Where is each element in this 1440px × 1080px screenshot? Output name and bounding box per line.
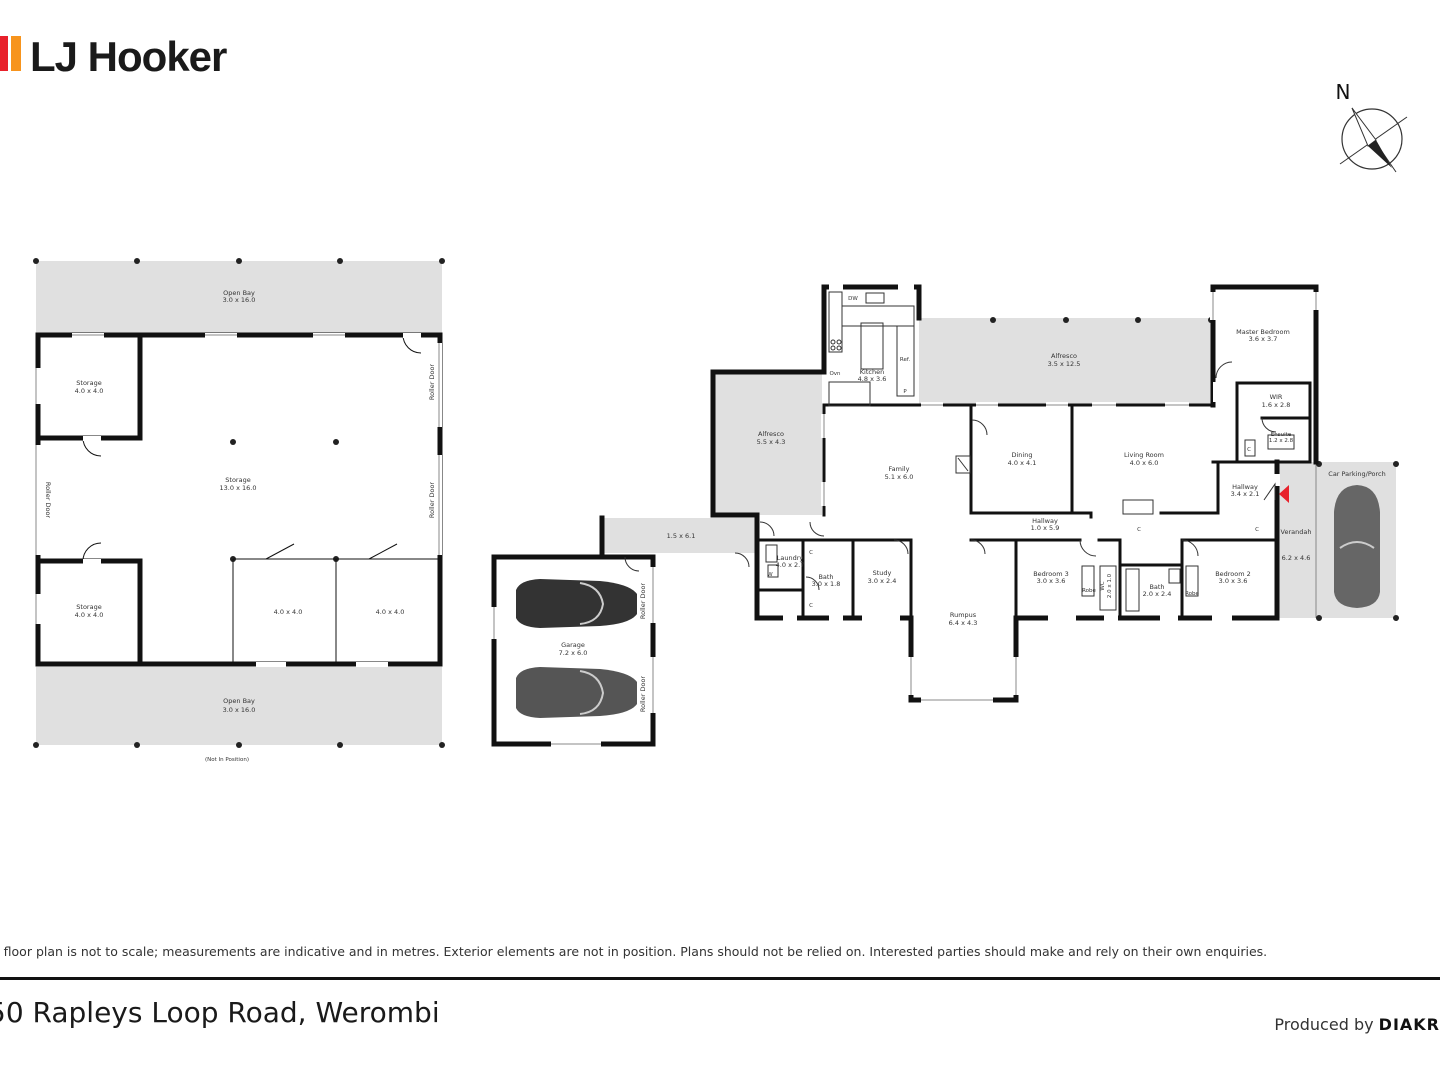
bedroom3-name: Bedroom 3 — [1033, 570, 1069, 578]
logo-bar-red — [0, 36, 8, 71]
alfresco-west-dims: 5.5 x 4.3 — [757, 438, 786, 446]
fixture-robe-b3: Robe — [1082, 588, 1096, 594]
footer-divider — [0, 977, 1440, 980]
brand-logo: LJ Hooker — [0, 33, 228, 80]
wir-dims: 1.6 x 2.8 — [1262, 401, 1291, 409]
shed-open-bay-top-dims: 3.0 x 16.0 — [223, 296, 256, 304]
logo-bar-orange — [11, 36, 21, 71]
verandah-name: Verandah — [1281, 528, 1312, 536]
shed-storage-nw-dims: 4.0 x 4.0 — [75, 387, 104, 395]
bath-west-dims: 3.0 x 1.8 — [812, 580, 841, 588]
produced-by-prefix: Produced by — [1274, 1015, 1374, 1034]
kitchen-name: Kitchen — [860, 368, 884, 376]
garage-roller-top: Roller Door — [639, 583, 647, 620]
alfresco-north — [919, 318, 1211, 405]
produced-by: Produced by DIAKR — [1274, 1015, 1440, 1034]
bedroom3-dims: 3.0 x 3.6 — [1037, 577, 1066, 585]
family-dims: 5.1 x 6.0 — [885, 473, 914, 481]
shed-open-bay-bottom-dims: 3.0 x 16.0 — [223, 706, 256, 714]
garage-roller-bottom: Roller Door — [639, 676, 647, 713]
wc-dims: 2.0 x 1.0 — [1107, 573, 1113, 598]
passage — [602, 518, 757, 553]
ensuite-name: Ensuite — [1271, 432, 1292, 438]
living-name: Living Room — [1124, 451, 1164, 459]
produced-by-brand: DIAKR — [1378, 1015, 1440, 1034]
study-name: Study — [873, 569, 892, 577]
dining-dims: 4.0 x 4.1 — [1008, 459, 1037, 467]
north-label: N — [1336, 80, 1351, 104]
passage-dims: 1.5 x 6.1 — [667, 532, 696, 540]
living-dims: 4.0 x 6.0 — [1130, 459, 1159, 467]
house-plan: Alfresco 5.5 x 4.3 Alfresco 3.5 x 12.5 K… — [491, 284, 1399, 747]
shed-open-bay-bottom-name: Open Bay — [223, 697, 255, 705]
shed-storage-nw-name: Storage — [76, 379, 101, 387]
fixture-ref: Ref. — [900, 357, 910, 363]
ensuite-dims: 1.2 x 2.8 — [1269, 438, 1294, 444]
car-icon — [516, 485, 1380, 718]
fixture-oven: Ovn — [829, 371, 841, 377]
laundry-dims: 4.0 x 2.7 — [776, 561, 805, 569]
shed-storage-sw-dims: 4.0 x 4.0 — [75, 611, 104, 619]
wc-name: WC — [1100, 581, 1106, 590]
garage-name: Garage — [561, 641, 585, 649]
shed-storage-main-name: Storage — [225, 476, 250, 484]
carport-name: Car Parking/Porch — [1328, 470, 1385, 478]
alfresco-west-name: Alfresco — [758, 430, 784, 438]
fixture-washer: W — [767, 572, 773, 578]
laundry-name: Laundry — [777, 554, 804, 562]
property-address: 50 Rapleys Loop Road, Werombi — [0, 996, 440, 1029]
fixture-dw: DW — [848, 296, 858, 302]
bedroom2-name: Bedroom 2 — [1215, 570, 1251, 578]
rumpus-name: Rumpus — [950, 611, 977, 619]
shed-storage-main-dims: 13.0 x 16.0 — [220, 484, 257, 492]
garage-dims: 7.2 x 6.0 — [559, 649, 588, 657]
shed-open-bay-top-name: Open Bay — [223, 289, 255, 297]
dining-name: Dining — [1012, 451, 1033, 459]
hallway-mid-name: Hallway — [1032, 517, 1058, 525]
open-bay-top — [36, 261, 442, 333]
floor-plan: LJ Hooker N — [0, 33, 1408, 763]
master-dims: 3.6 x 3.7 — [1249, 335, 1278, 343]
bath-east-dims: 2.0 x 2.4 — [1143, 590, 1172, 598]
bedroom2-dims: 3.0 x 3.6 — [1219, 577, 1248, 585]
shed-plan: Open Bay 3.0 x 16.0 Storage 4.0 x 4.0 St… — [33, 258, 445, 763]
hallway-east-name: Hallway — [1232, 483, 1258, 491]
verandah-dims: 6.2 x 4.6 — [1282, 554, 1311, 562]
fixture-pantry: P — [903, 389, 907, 395]
rumpus-dims: 6.4 x 4.3 — [949, 619, 978, 627]
shed-roller-door-left: Roller Door — [44, 482, 52, 519]
shed-roller-door-right-top: Roller Door — [428, 364, 436, 401]
alfresco-north-dims: 3.5 x 12.5 — [1048, 360, 1081, 368]
shed-note: (Not In Position) — [205, 757, 249, 763]
fixture-cupboard-east: C — [1255, 527, 1259, 533]
open-bay-bottom — [36, 667, 442, 745]
entry-marker-icon — [1279, 485, 1289, 503]
alfresco-north-name: Alfresco — [1051, 352, 1077, 360]
fixture-cupboard-laundry: C — [809, 550, 813, 556]
hallway-mid-dims: 1.0 x 5.9 — [1031, 524, 1060, 532]
wir-name: WIR — [1270, 393, 1283, 401]
shed-storage-sw-name: Storage — [76, 603, 101, 611]
bath-east-name: Bath — [1149, 583, 1164, 591]
bath-west-name: Bath — [818, 573, 833, 581]
master-name: Master Bedroom — [1236, 328, 1290, 336]
compass-north-icon: N — [1336, 80, 1408, 173]
shed-roller-door-right-mid: Roller Door — [428, 482, 436, 519]
fixture-cupboard-bath: C — [809, 603, 813, 609]
study-dims: 3.0 x 2.4 — [868, 577, 897, 585]
hallway-east-dims: 3.4 x 2.1 — [1231, 490, 1260, 498]
brand-name: LJ Hooker — [30, 33, 227, 80]
fixture-cupboard-hall: C — [1137, 527, 1141, 533]
alfresco-west — [713, 372, 822, 515]
shed-bay-a-dims: 4.0 x 4.0 — [274, 608, 303, 616]
disclaimer: e floor plan is not to scale; measuremen… — [0, 944, 1268, 959]
kitchen-dims: 4.8 x 3.6 — [858, 375, 887, 383]
fixture-robe-b2: Robe — [1185, 591, 1199, 597]
shed-bay-b-dims: 4.0 x 4.0 — [376, 608, 405, 616]
family-name: Family — [889, 465, 910, 473]
fixture-cupboard-ensuite: C — [1247, 447, 1251, 453]
